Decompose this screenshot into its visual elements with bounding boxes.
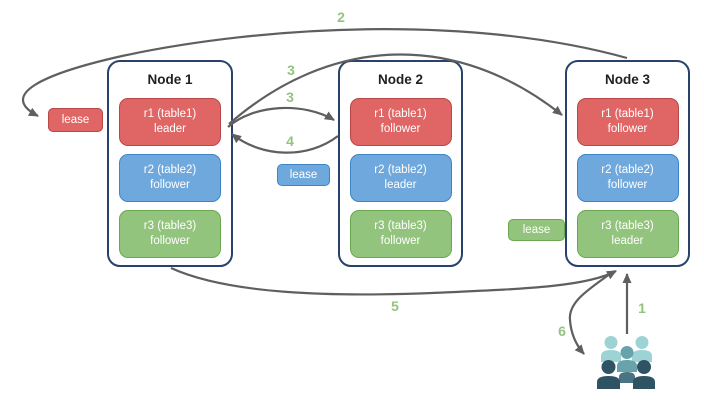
node2-replica-r1: r1 (table1) follower xyxy=(349,98,452,146)
replica-name: r3 (table3) xyxy=(374,220,427,232)
replica-name: r2 (table2) xyxy=(143,164,197,176)
lease-badge-table3: lease xyxy=(508,219,565,241)
replica-name: r1 (table1) xyxy=(374,108,427,120)
replica-role: leader xyxy=(384,179,417,191)
replica-name: r2 (table2) xyxy=(601,164,654,176)
node-3: Node 3 r1 (table1) follower r2 (table2) … xyxy=(565,60,690,267)
node-title: Node 3 xyxy=(604,72,650,87)
replica-name: r1 (table1) xyxy=(143,108,197,120)
step-label-4: 4 xyxy=(286,133,294,149)
replica-name: r1 (table1) xyxy=(601,108,654,120)
lease-badge-table1: lease xyxy=(48,108,103,132)
node3-replica-r1: r1 (table1) follower xyxy=(576,98,679,146)
users-group-icon xyxy=(597,336,655,389)
node1-replica-r1: r1 (table1) leader xyxy=(119,98,221,146)
step-label-3a: 3 xyxy=(287,62,295,78)
arrow-step5-node1-to-node3 xyxy=(170,266,617,296)
node3-replica-r2: r2 (table2) follower xyxy=(576,154,679,202)
replica-name: r3 (table3) xyxy=(601,220,654,232)
replica-name: r2 (table2) xyxy=(374,164,427,176)
node3-replica-r3: r3 (table3) leader xyxy=(576,210,679,258)
arrow-step3-leader-to-node2-follower xyxy=(227,106,335,128)
step-label-2: 2 xyxy=(337,9,345,25)
node2-replica-r2: r2 (table2) leader xyxy=(349,154,452,202)
replica-role: follower xyxy=(380,123,421,135)
replica-role: follower xyxy=(150,235,190,247)
step-label-6: 6 xyxy=(558,323,566,339)
step-label-3b: 3 xyxy=(286,89,294,105)
node2-replica-r3: r3 (table3) follower xyxy=(349,210,452,258)
node-title: Node 1 xyxy=(147,72,193,87)
node1-replica-r2: r2 (table2) follower xyxy=(119,154,221,202)
node-1: Node 1 r1 (table1) leader r2 (table2) fo… xyxy=(107,60,233,267)
replica-role: follower xyxy=(607,179,648,191)
replica-role: leader xyxy=(611,235,644,247)
step-label-5: 5 xyxy=(391,298,399,314)
node-title: Node 2 xyxy=(377,72,423,87)
replica-role: follower xyxy=(150,179,190,191)
node-2: Node 2 r1 (table1) follower r2 (table2) … xyxy=(338,60,463,267)
replica-name: r3 (table3) xyxy=(143,220,197,232)
node1-replica-r3: r3 (table3) follower xyxy=(119,210,221,258)
replica-role: follower xyxy=(607,123,648,135)
replica-role: follower xyxy=(380,235,421,247)
lease-badge-table2: lease xyxy=(277,164,330,186)
step-label-1: 1 xyxy=(638,300,646,316)
replica-role: leader xyxy=(154,123,186,135)
